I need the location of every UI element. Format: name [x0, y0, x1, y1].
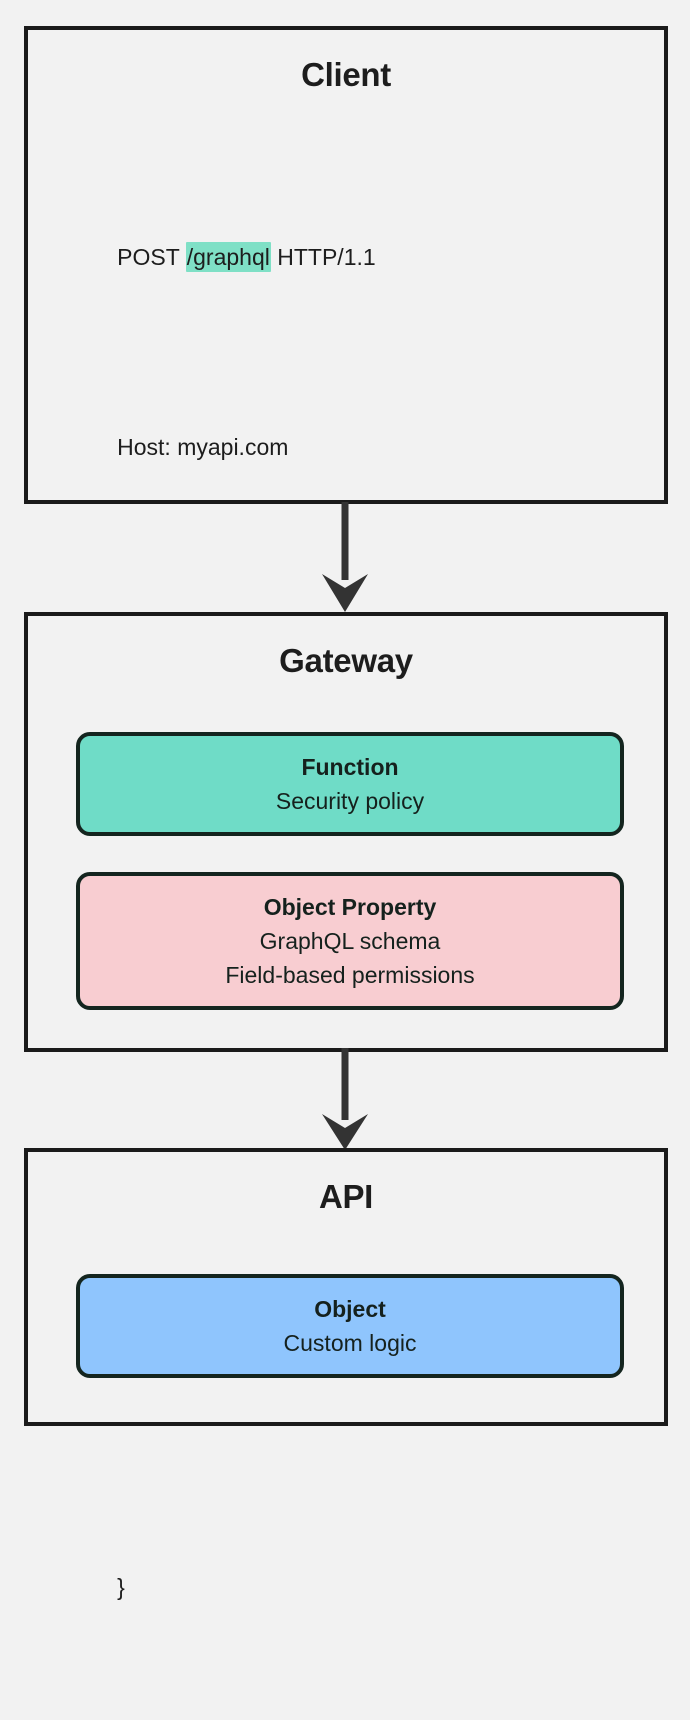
card-object[interactable]: Object Custom logic: [76, 1274, 624, 1378]
stage-title-client: Client: [301, 56, 391, 93]
request-line-body-close: }: [66, 1530, 664, 1644]
card-function-title: Function: [301, 754, 399, 780]
json-close-brace: }: [117, 1573, 125, 1600]
connector-client-to-gateway: [322, 502, 368, 612]
request-path-highlight: /graphql: [185, 241, 271, 272]
flowchart-canvas: Client POST /graphql HTTP/1.1 Host: myap…: [24, 26, 668, 1600]
card-object-property[interactable]: Object Property GraphQL schema Field-bas…: [76, 872, 624, 1010]
request-protocol-text: HTTP/1.1: [270, 243, 376, 270]
card-object-property-title: Object Property: [263, 894, 437, 920]
card-object-property-line-1: GraphQL schema: [259, 928, 441, 954]
card-object-title: Object: [314, 1296, 386, 1322]
stage-title-gateway: Gateway: [279, 642, 413, 679]
stage-box-gateway: Gateway Function Security policy Object …: [24, 612, 668, 1052]
request-line-host: Host: myapi.com: [66, 390, 664, 504]
card-object-line-1: Custom logic: [283, 1330, 417, 1356]
request-method-text: POST: [117, 243, 186, 270]
stage-title-api: API: [318, 1178, 374, 1215]
card-object-property-line-2: Field-based permissions: [225, 962, 475, 988]
request-line-request-line: POST /graphql HTTP/1.1: [66, 200, 664, 314]
card-function[interactable]: Function Security policy: [76, 732, 624, 836]
stage-box-api: API Object Custom logic: [24, 1148, 668, 1426]
request-host-text: Host: myapi.com: [117, 433, 289, 460]
card-function-line-1: Security policy: [275, 788, 425, 814]
stage-box-client: Client POST /graphql HTTP/1.1 Host: myap…: [24, 26, 668, 1600]
connector-gateway-to-api: [322, 1048, 368, 1150]
